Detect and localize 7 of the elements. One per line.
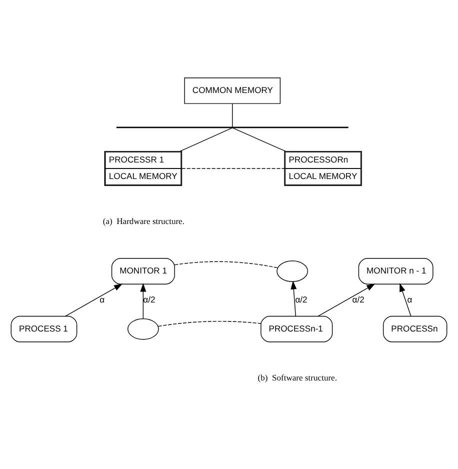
edge-label: α/2 [143, 294, 156, 304]
edge-label: α/2 [295, 294, 308, 304]
edge-label: α [100, 294, 105, 304]
edge-label: α [407, 294, 412, 304]
label: (b) Software structure. [258, 372, 338, 383]
label: (a) Hardware structure. [102, 216, 185, 226]
edge-label: α/2 [352, 294, 364, 304]
